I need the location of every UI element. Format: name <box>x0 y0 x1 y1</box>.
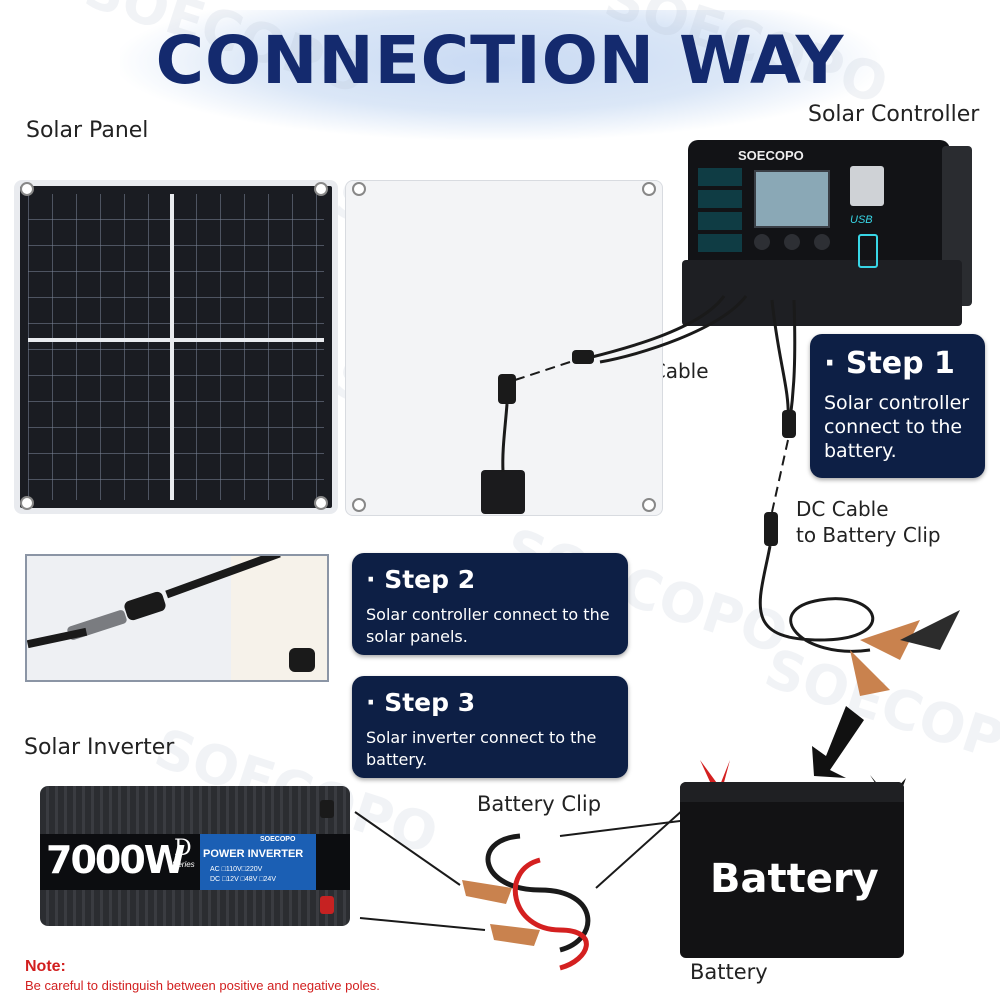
battery-clip-black <box>900 610 960 650</box>
step-3-text: battery. <box>366 750 428 769</box>
battery-top-lid <box>680 782 904 802</box>
controller-button <box>754 234 770 250</box>
dashed-connection-line <box>771 439 789 513</box>
solar-panel-front <box>14 180 338 514</box>
panel-connector <box>289 648 315 672</box>
inverter-series-word: Series <box>172 860 195 869</box>
mounting-hole <box>352 182 366 196</box>
solar-controller-label: Solar Controller <box>808 102 980 127</box>
panel-wire <box>501 403 509 473</box>
battery-cable-wire <box>788 299 797 421</box>
controller-status-icons <box>698 168 742 256</box>
battery-body: Battery <box>680 782 904 958</box>
dc-connector-male <box>572 350 594 364</box>
controller-button <box>814 234 830 250</box>
step-1-box: · Step 1 Solar controller connect to the… <box>810 334 985 478</box>
step-1-text: Solar controller <box>824 392 970 414</box>
battery-print: Battery <box>710 856 879 902</box>
inverter-dc-spec: DC □12V □48V □24V <box>210 876 276 883</box>
mounting-hole <box>314 496 328 510</box>
battery-clip <box>462 880 512 904</box>
battery-clip-red <box>860 620 920 660</box>
step-3-title: · Step 3 <box>366 688 476 717</box>
female-connector <box>122 590 168 622</box>
battery-clip <box>490 924 540 946</box>
title-brush-background <box>120 10 880 140</box>
controller-terminal-block <box>682 260 962 326</box>
dc-connector-female <box>498 374 516 404</box>
dc-cable-wire <box>599 295 748 364</box>
inverter-clip-cable-red <box>512 857 589 971</box>
page-title: CONNECTION WAY <box>155 22 845 99</box>
note-text: Be careful to distinguish between positi… <box>25 978 380 993</box>
panel-divider <box>170 194 174 500</box>
dc-connector-male <box>782 410 796 438</box>
dashed-connection-line <box>514 361 571 381</box>
mounting-hole <box>314 182 328 196</box>
battery-cable-wire <box>770 299 790 421</box>
step-1-text: connect to the <box>824 416 963 438</box>
step-1-text: battery. <box>824 440 897 462</box>
negative-terminal <box>320 800 334 818</box>
solar-cell-grid <box>28 194 324 500</box>
solar-controller: SOECOPO USB <box>682 140 973 326</box>
down-arrow-icon <box>812 706 864 778</box>
mounting-hole <box>352 498 366 512</box>
usb-port-icon <box>850 166 884 206</box>
mounting-hole <box>20 182 34 196</box>
inverter-name: POWER INVERTER <box>203 848 304 860</box>
step-1-title: · Step 1 <box>824 346 955 381</box>
inverter-to-clip-line <box>354 811 461 886</box>
solar-panel-label: Solar Panel <box>26 118 149 143</box>
connector-detail-photo <box>25 554 329 682</box>
note-heading: Note: <box>25 958 66 975</box>
step-2-text: Solar controller connect to the <box>366 605 610 624</box>
step-2-text: solar panels. <box>366 627 468 646</box>
controller-lcd-screen <box>754 170 830 228</box>
inverter-clip-cable-black <box>485 833 591 953</box>
step-2-box: · Step 2 Solar controller connect to the… <box>352 553 628 655</box>
solar-inverter-label: Solar Inverter <box>24 735 175 760</box>
coiled-battery-cable <box>758 545 874 653</box>
mounting-hole <box>20 496 34 510</box>
inverter-series-letter: D <box>174 836 192 861</box>
inverter-wattage: 7000W <box>46 838 186 882</box>
dc-cable-battery-label-line2: to Battery Clip <box>796 523 941 547</box>
dc-connector-female <box>764 512 778 546</box>
dc-cable-wire <box>587 295 726 360</box>
solar-inverter: 7000W D Series SOECOPO POWER INVERTER AC… <box>40 786 350 926</box>
step-3-box: · Step 3 Solar inverter connect to the b… <box>352 676 628 778</box>
usb-label: USB <box>850 214 873 226</box>
battery-label: Battery <box>690 960 768 984</box>
inverter-blue-badge <box>200 834 316 890</box>
battery-clip-label: Battery Clip <box>477 792 602 816</box>
mounting-hole <box>642 498 656 512</box>
battery-clip-red <box>850 650 890 696</box>
positive-terminal <box>320 896 334 914</box>
inverter-to-clip-line <box>359 917 486 931</box>
mounting-hole <box>642 182 656 196</box>
controller-button <box>784 234 800 250</box>
dc-cable-battery-label-line1: DC Cable <box>796 497 889 521</box>
inverter-brand: SOECOPO <box>260 836 296 843</box>
junction-box <box>481 470 525 514</box>
step-3-text: Solar inverter connect to the <box>366 728 597 747</box>
controller-brand: SOECOPO <box>738 148 804 163</box>
battery-indicator-icon <box>858 234 878 268</box>
step-2-title: · Step 2 <box>366 565 476 594</box>
panel-divider <box>28 338 324 342</box>
inverter-ac-spec: AC □110V□220V <box>210 866 263 873</box>
